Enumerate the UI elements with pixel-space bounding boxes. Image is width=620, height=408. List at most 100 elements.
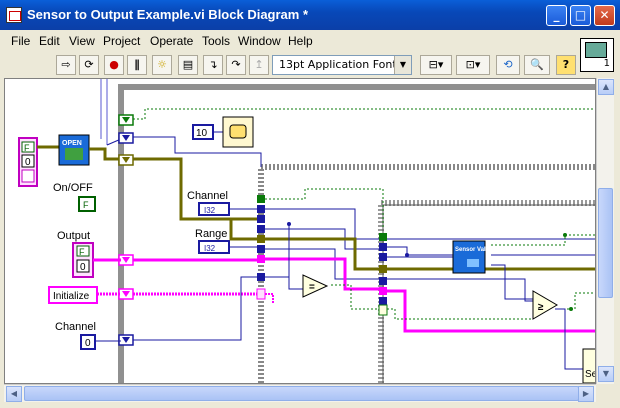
menu-tools[interactable]: Tools [202, 34, 231, 48]
vertical-scrollbar[interactable]: ▲ ▼ [596, 78, 614, 384]
output-num[interactable] [76, 259, 90, 273]
num-zero-label: 0 [80, 262, 86, 273]
title-bar[interactable]: Sensor to Output Example.vi Block Diagra… [0, 0, 620, 30]
tunnel [256, 288, 266, 300]
wire [133, 108, 595, 120]
channel-control[interactable] [80, 334, 96, 350]
wire [89, 147, 121, 161]
step-into-icon[interactable]: ↴ [203, 55, 223, 75]
sensor-value-subvi[interactable] [452, 240, 486, 274]
menu-edit[interactable]: Edit [39, 34, 60, 48]
equal-symbol-icon: = [309, 282, 315, 293]
search-icon[interactable]: 🔍 [524, 55, 550, 75]
initialize-label: Initialize [53, 291, 90, 302]
resize-grip-icon[interactable] [598, 386, 614, 402]
menu-file[interactable]: File [11, 34, 31, 48]
font-select-value: 13pt Application Font [279, 58, 397, 71]
context-help-icon[interactable]: 1 [580, 38, 614, 72]
align-objects-icon[interactable]: ⊟▾ [420, 55, 452, 75]
select-node[interactable] [582, 348, 595, 383]
diagram-svg: F 0 OPEN [18, 79, 595, 383]
scroll-down-icon[interactable]: ▼ [598, 366, 614, 382]
scroll-right-icon[interactable]: ▶ [578, 386, 594, 402]
horizontal-scrollbar[interactable]: ◀ ▶ [4, 384, 596, 402]
wire [387, 289, 595, 333]
num-control[interactable] [21, 154, 35, 168]
wire [265, 188, 384, 229]
tunnel [379, 253, 387, 261]
tunnel [257, 273, 265, 281]
tunnel [379, 297, 387, 305]
wire [265, 248, 381, 280]
shift-register-arrow [122, 337, 130, 343]
block-diagram-canvas[interactable]: F 0 OPEN [4, 78, 596, 384]
bool-f-label: F [83, 200, 89, 210]
run-continuous-icon[interactable]: ⟳ [79, 55, 99, 75]
i32-label: I32 [204, 206, 216, 215]
str-control[interactable] [21, 169, 35, 183]
vi-icon [6, 7, 22, 23]
wire [133, 276, 261, 341]
maximize-button[interactable]: □ [570, 5, 591, 26]
scroll-up-icon[interactable]: ▲ [598, 79, 614, 95]
range-label: Range [195, 228, 227, 240]
toolbar: ⇨ ⟳ ● ∥ ☼ ▤ ↴ ↷ ↥ 13pt Application Font … [0, 52, 578, 78]
shift-register-arrow [122, 257, 130, 263]
menu-bar: File Edit View Project Operate Tools Win… [0, 30, 578, 52]
greater-equal-node[interactable] [532, 290, 558, 320]
case-structure-frame[interactable] [258, 164, 595, 383]
tunnel [378, 304, 388, 316]
close-icon: ✕ [599, 8, 610, 22]
help-icon[interactable]: ? [556, 55, 576, 75]
reorder-icon[interactable]: ⟲ [496, 55, 520, 75]
tunnel [379, 243, 387, 251]
horizontal-scroll-thumb[interactable] [24, 386, 579, 401]
tunnel [257, 205, 265, 213]
tunnel [379, 265, 387, 273]
minimize-button[interactable]: _ [546, 5, 567, 26]
wait-node[interactable] [222, 116, 254, 148]
step-over-icon[interactable]: ↷ [226, 55, 246, 75]
wire [491, 264, 533, 300]
while-loop-frame[interactable] [118, 84, 595, 383]
retain-wire-values-icon[interactable]: ▤ [178, 55, 198, 75]
close-button[interactable]: ✕ [594, 5, 615, 26]
i32-label: I32 [204, 244, 216, 253]
num-zero-label: 0 [85, 338, 91, 349]
shift-register-arrow [122, 291, 130, 297]
on-off-control[interactable] [78, 196, 96, 212]
bool-f-label: F [79, 247, 85, 257]
wait-clock-icon [229, 124, 247, 139]
pause-icon[interactable]: ∥ [127, 55, 147, 75]
channel-label: Channel [55, 321, 96, 333]
equal-node[interactable] [302, 274, 329, 298]
shift-register-arrow [122, 157, 130, 163]
abort-icon[interactable]: ● [104, 55, 124, 75]
inner-frame[interactable] [378, 200, 595, 383]
bool-control[interactable] [21, 141, 35, 153]
tunnel [379, 277, 387, 285]
menu-view[interactable]: View [69, 34, 95, 48]
scroll-left-icon[interactable]: ◀ [6, 386, 22, 402]
output-bool[interactable] [76, 245, 90, 257]
menu-project[interactable]: Project [103, 34, 141, 48]
menu-window[interactable]: Window [238, 34, 281, 48]
step-out-icon[interactable]: ↥ [249, 55, 269, 75]
tunnel [257, 225, 265, 233]
menu-operate[interactable]: Operate [150, 34, 194, 48]
wire [387, 278, 533, 302]
font-select[interactable]: 13pt Application Font ▼ [272, 55, 412, 75]
tunnel [257, 215, 265, 223]
menu-help[interactable]: Help [288, 34, 313, 48]
sensor-value-label: Sensor Value [455, 247, 493, 253]
tunnel [379, 287, 387, 295]
context-help-count: 1 [603, 58, 610, 69]
highlight-execution-icon[interactable]: ☼ [152, 55, 172, 75]
vertical-scroll-thumb[interactable] [598, 188, 613, 298]
distribute-objects-icon[interactable]: ⊡▾ [456, 55, 490, 75]
wire [265, 208, 381, 240]
wire [229, 219, 261, 241]
sensor-graphic [467, 259, 479, 267]
run-arrow-icon[interactable]: ⇨ [56, 55, 76, 75]
